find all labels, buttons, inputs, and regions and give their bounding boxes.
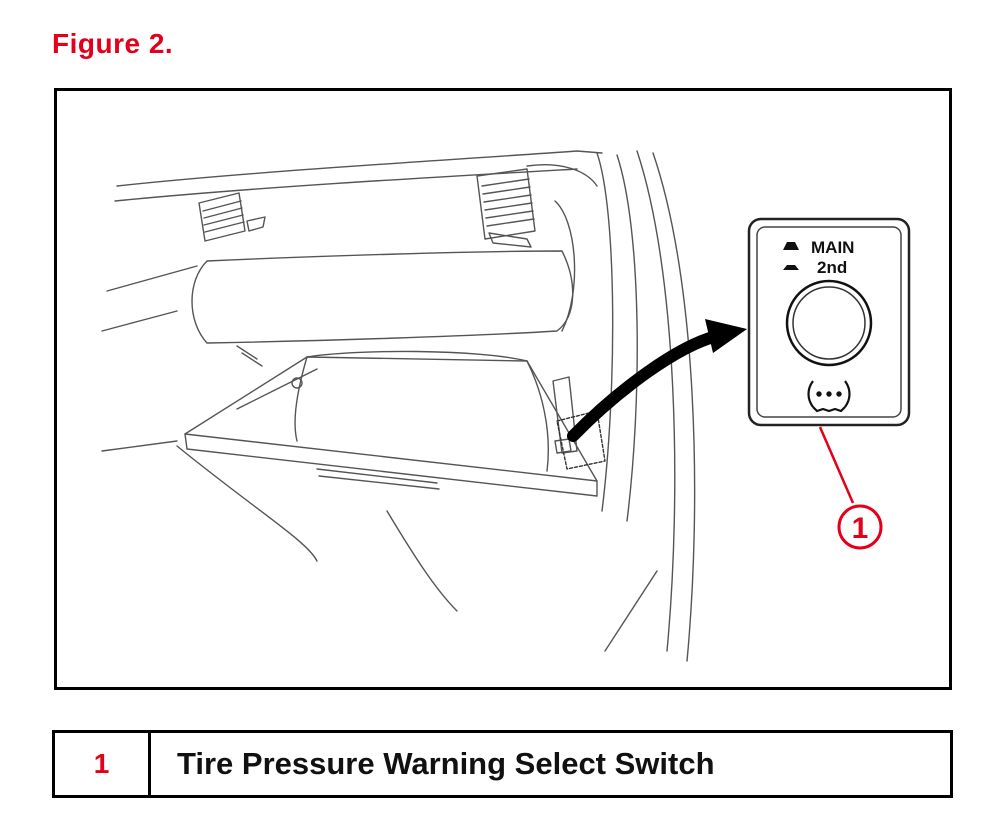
callout-circle — [837, 504, 883, 550]
figure-title: Figure 2. — [52, 28, 174, 59]
main-indicator-icon — [783, 242, 799, 250]
switch-label-2nd: 2nd — [817, 258, 847, 277]
dashboard-top-line — [116, 150, 603, 187]
center-air-vent — [476, 168, 536, 248]
arrow-head — [705, 319, 747, 353]
callout-leader-line — [818, 426, 855, 504]
legend-item-description: Tire Pressure Warning Select Switch — [177, 746, 715, 781]
left-air-vent — [198, 192, 246, 242]
legend-table: 1 Tire Pressure Warning Select Switch — [52, 730, 953, 798]
switch-label-main: MAIN — [811, 238, 854, 257]
tire-pressure-warning-icon — [807, 380, 851, 413]
dashboard-illustration: MAIN 2nd 1 — [101, 150, 911, 662]
legend-item-number: 1 — [55, 733, 151, 795]
glove-box-lid — [184, 356, 598, 482]
callout-number: 1 — [852, 512, 869, 545]
pointer-arrow — [567, 330, 723, 442]
switch-panel-zoom: MAIN 2nd — [747, 217, 911, 427]
select-switch-button — [785, 279, 873, 367]
glove-box-upper — [191, 250, 574, 344]
illustration-frame: MAIN 2nd 1 — [54, 88, 952, 690]
second-indicator-icon — [783, 265, 799, 270]
